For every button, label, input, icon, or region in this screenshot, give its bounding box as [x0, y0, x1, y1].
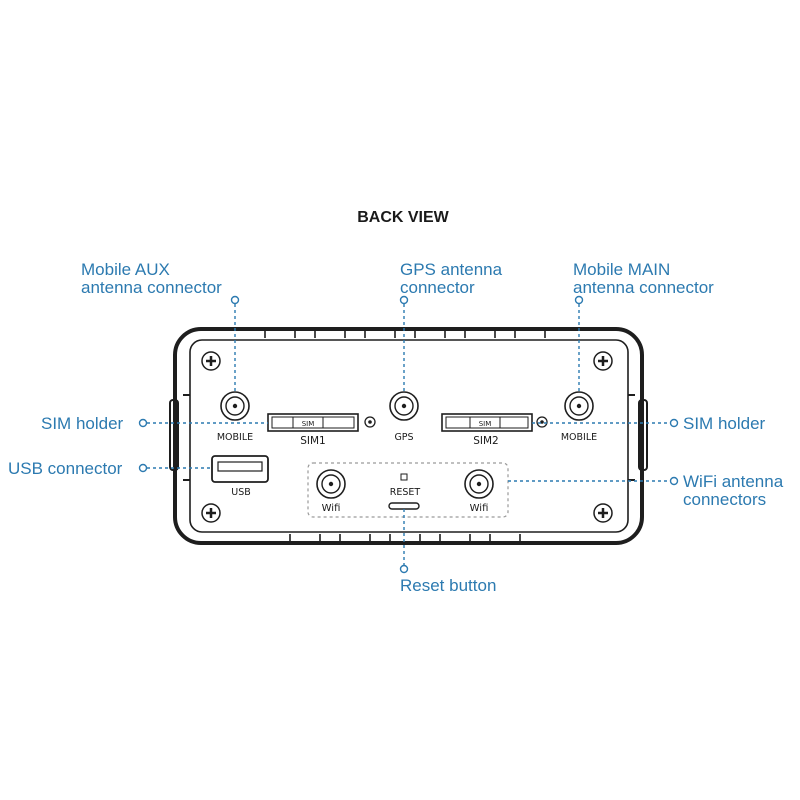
mobile-aux-connector: [220, 391, 250, 421]
callout-wifi-line1: WiFi antenna: [683, 472, 784, 491]
wifi-right-label: Wifi: [470, 503, 489, 514]
callout-usb: USB connector: [8, 459, 123, 478]
sim2-slot-label: SIM: [479, 420, 492, 428]
usb-port: [211, 455, 269, 483]
led-indicator: [364, 416, 376, 428]
leader-endpoints: [138, 295, 679, 574]
top-vents: [264, 329, 546, 338]
led-indicator: [536, 416, 548, 428]
callout-gps-line2: connector: [400, 278, 475, 297]
callout-mobile-main-line1: Mobile MAIN: [573, 260, 670, 279]
reset-label: RESET: [390, 487, 421, 498]
sim1-slot-label: SIM: [302, 420, 315, 428]
callout-reset: Reset button: [400, 576, 496, 595]
mobile-right-label: MOBILE: [561, 432, 597, 443]
mobile-left-label: MOBILE: [217, 432, 253, 443]
bottom-vents: [289, 534, 521, 543]
wifi-connector-left: [316, 469, 346, 499]
wifi-left-label: Wifi: [322, 503, 341, 514]
screw-icon: [593, 503, 613, 523]
screw-icon: [201, 351, 221, 371]
wifi-group-outline: [307, 462, 509, 518]
callout-sim-holder-right: SIM holder: [683, 414, 766, 433]
screw-icon: [201, 503, 221, 523]
leader-lines: [147, 304, 670, 565]
usb-label: USB: [231, 487, 251, 498]
diagram-title: BACK VIEW: [357, 209, 449, 226]
mobile-main-connector: [564, 391, 594, 421]
wifi-connector-right: [464, 469, 494, 499]
callout-mobile-aux-line2: antenna connector: [81, 278, 222, 297]
sim1-label: SIM1: [300, 435, 326, 447]
callout-gps-line1: GPS antenna: [400, 260, 503, 279]
callout-wifi-line2: connectors: [683, 490, 766, 509]
callout-mobile-aux-line1: Mobile AUX: [81, 260, 170, 279]
router-body: [169, 327, 648, 545]
callout-mobile-main-line2: antenna connector: [573, 278, 714, 297]
gps-label: GPS: [394, 432, 413, 443]
screw-icon: [593, 351, 613, 371]
callout-sim-holder-left: SIM holder: [41, 414, 124, 433]
gps-connector: [389, 391, 419, 421]
sim2-label: SIM2: [473, 435, 499, 447]
